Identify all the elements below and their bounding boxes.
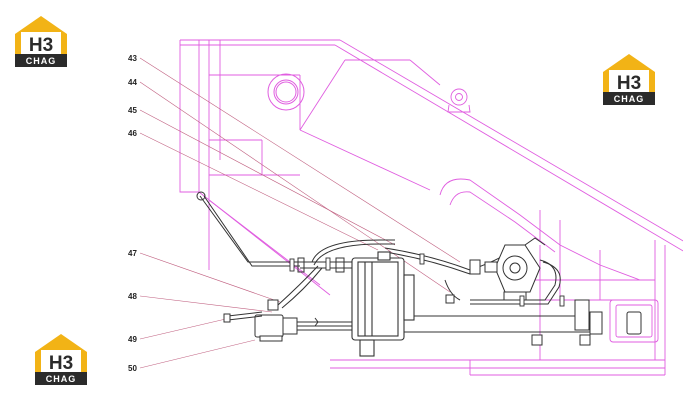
callout-48: 48 — [128, 292, 137, 301]
frame-hole — [267, 73, 305, 111]
boom-frame — [179, 39, 683, 376]
pipe-clamps — [289, 253, 565, 307]
logo-letters: H3 — [617, 73, 641, 94]
logo-letters: H3 — [29, 35, 53, 56]
callout-43: 43 — [128, 54, 137, 63]
logo-caption: CHAG — [46, 374, 77, 384]
logo-top-right: H3 CHAG — [603, 54, 655, 105]
callout-labels: 43 44 45 46 47 48 49 50 — [128, 54, 137, 373]
logo-letters: H3 — [49, 353, 73, 374]
logo-bottom-left: H3 CHAG — [35, 334, 87, 385]
valve-block — [351, 251, 415, 357]
callout-46: 46 — [128, 129, 137, 138]
callout-50: 50 — [128, 364, 137, 373]
logo-top-left: H3 CHAG — [15, 16, 67, 67]
callout-49: 49 — [128, 335, 137, 344]
distributor-pump — [445, 237, 642, 346]
logo-caption: CHAG — [614, 94, 645, 104]
callout-44: 44 — [128, 78, 137, 87]
callout-47: 47 — [128, 249, 137, 258]
logo-caption: CHAG — [26, 56, 57, 66]
callout-45: 45 — [128, 106, 137, 115]
lower-fitting — [223, 299, 352, 342]
leader-lines — [139, 57, 461, 369]
